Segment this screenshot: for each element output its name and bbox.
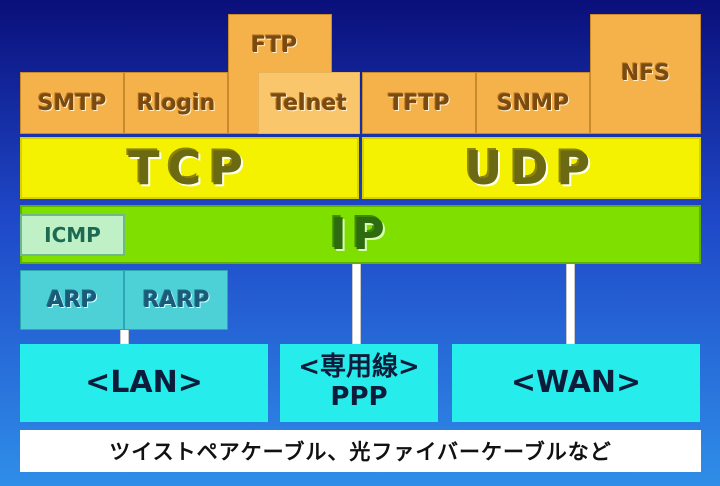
tftp-label: TFTP [388, 90, 450, 116]
arp-label: ARP [46, 287, 98, 313]
telnet-box: Telnet [258, 72, 360, 134]
smtp-box: SMTP [20, 72, 124, 134]
physical-media-bar: ツイストペアケーブル、光ファイバーケーブルなど [20, 430, 701, 472]
udp-label: UDP [464, 141, 599, 195]
arp-box: ARP [20, 270, 124, 330]
leased-line-label: <専用線> [298, 352, 420, 383]
icmp-label: ICMP [44, 223, 101, 247]
nfs-box: NFS [590, 14, 701, 134]
connector-line-leased-line [353, 264, 360, 344]
nfs-label: NFS [620, 61, 671, 86]
wan-box: <WAN> [452, 344, 700, 422]
physical-media-label: ツイストペアケーブル、光ファイバーケーブルなど [109, 440, 612, 464]
rarp-label: RARP [142, 287, 210, 313]
ftp-label: FTP [251, 33, 298, 58]
tcp-label: TCP [128, 141, 251, 195]
leased-line-box: <専用線> PPP [280, 344, 438, 422]
snmp-label: SNMP [496, 90, 570, 116]
lan-label: <LAN> [85, 364, 203, 400]
smtp-label: SMTP [37, 90, 107, 116]
ppp-label: PPP [330, 382, 388, 412]
connector-line-lan [121, 320, 128, 346]
wan-label: <WAN> [510, 364, 642, 400]
ip-box: IP [20, 205, 701, 264]
tftp-box: TFTP [362, 72, 476, 134]
rlogin-box: Rlogin [124, 72, 228, 134]
icmp-box: ICMP [20, 214, 125, 256]
telnet-label: Telnet [271, 90, 347, 116]
snmp-box: SNMP [476, 72, 590, 134]
lan-box: <LAN> [20, 344, 268, 422]
tcp-box: TCP [20, 137, 359, 199]
udp-box: UDP [362, 137, 701, 199]
connector-line-wan [567, 264, 574, 344]
ip-label: IP [330, 209, 391, 260]
rarp-box: RARP [124, 270, 228, 330]
rlogin-label: Rlogin [136, 90, 216, 116]
